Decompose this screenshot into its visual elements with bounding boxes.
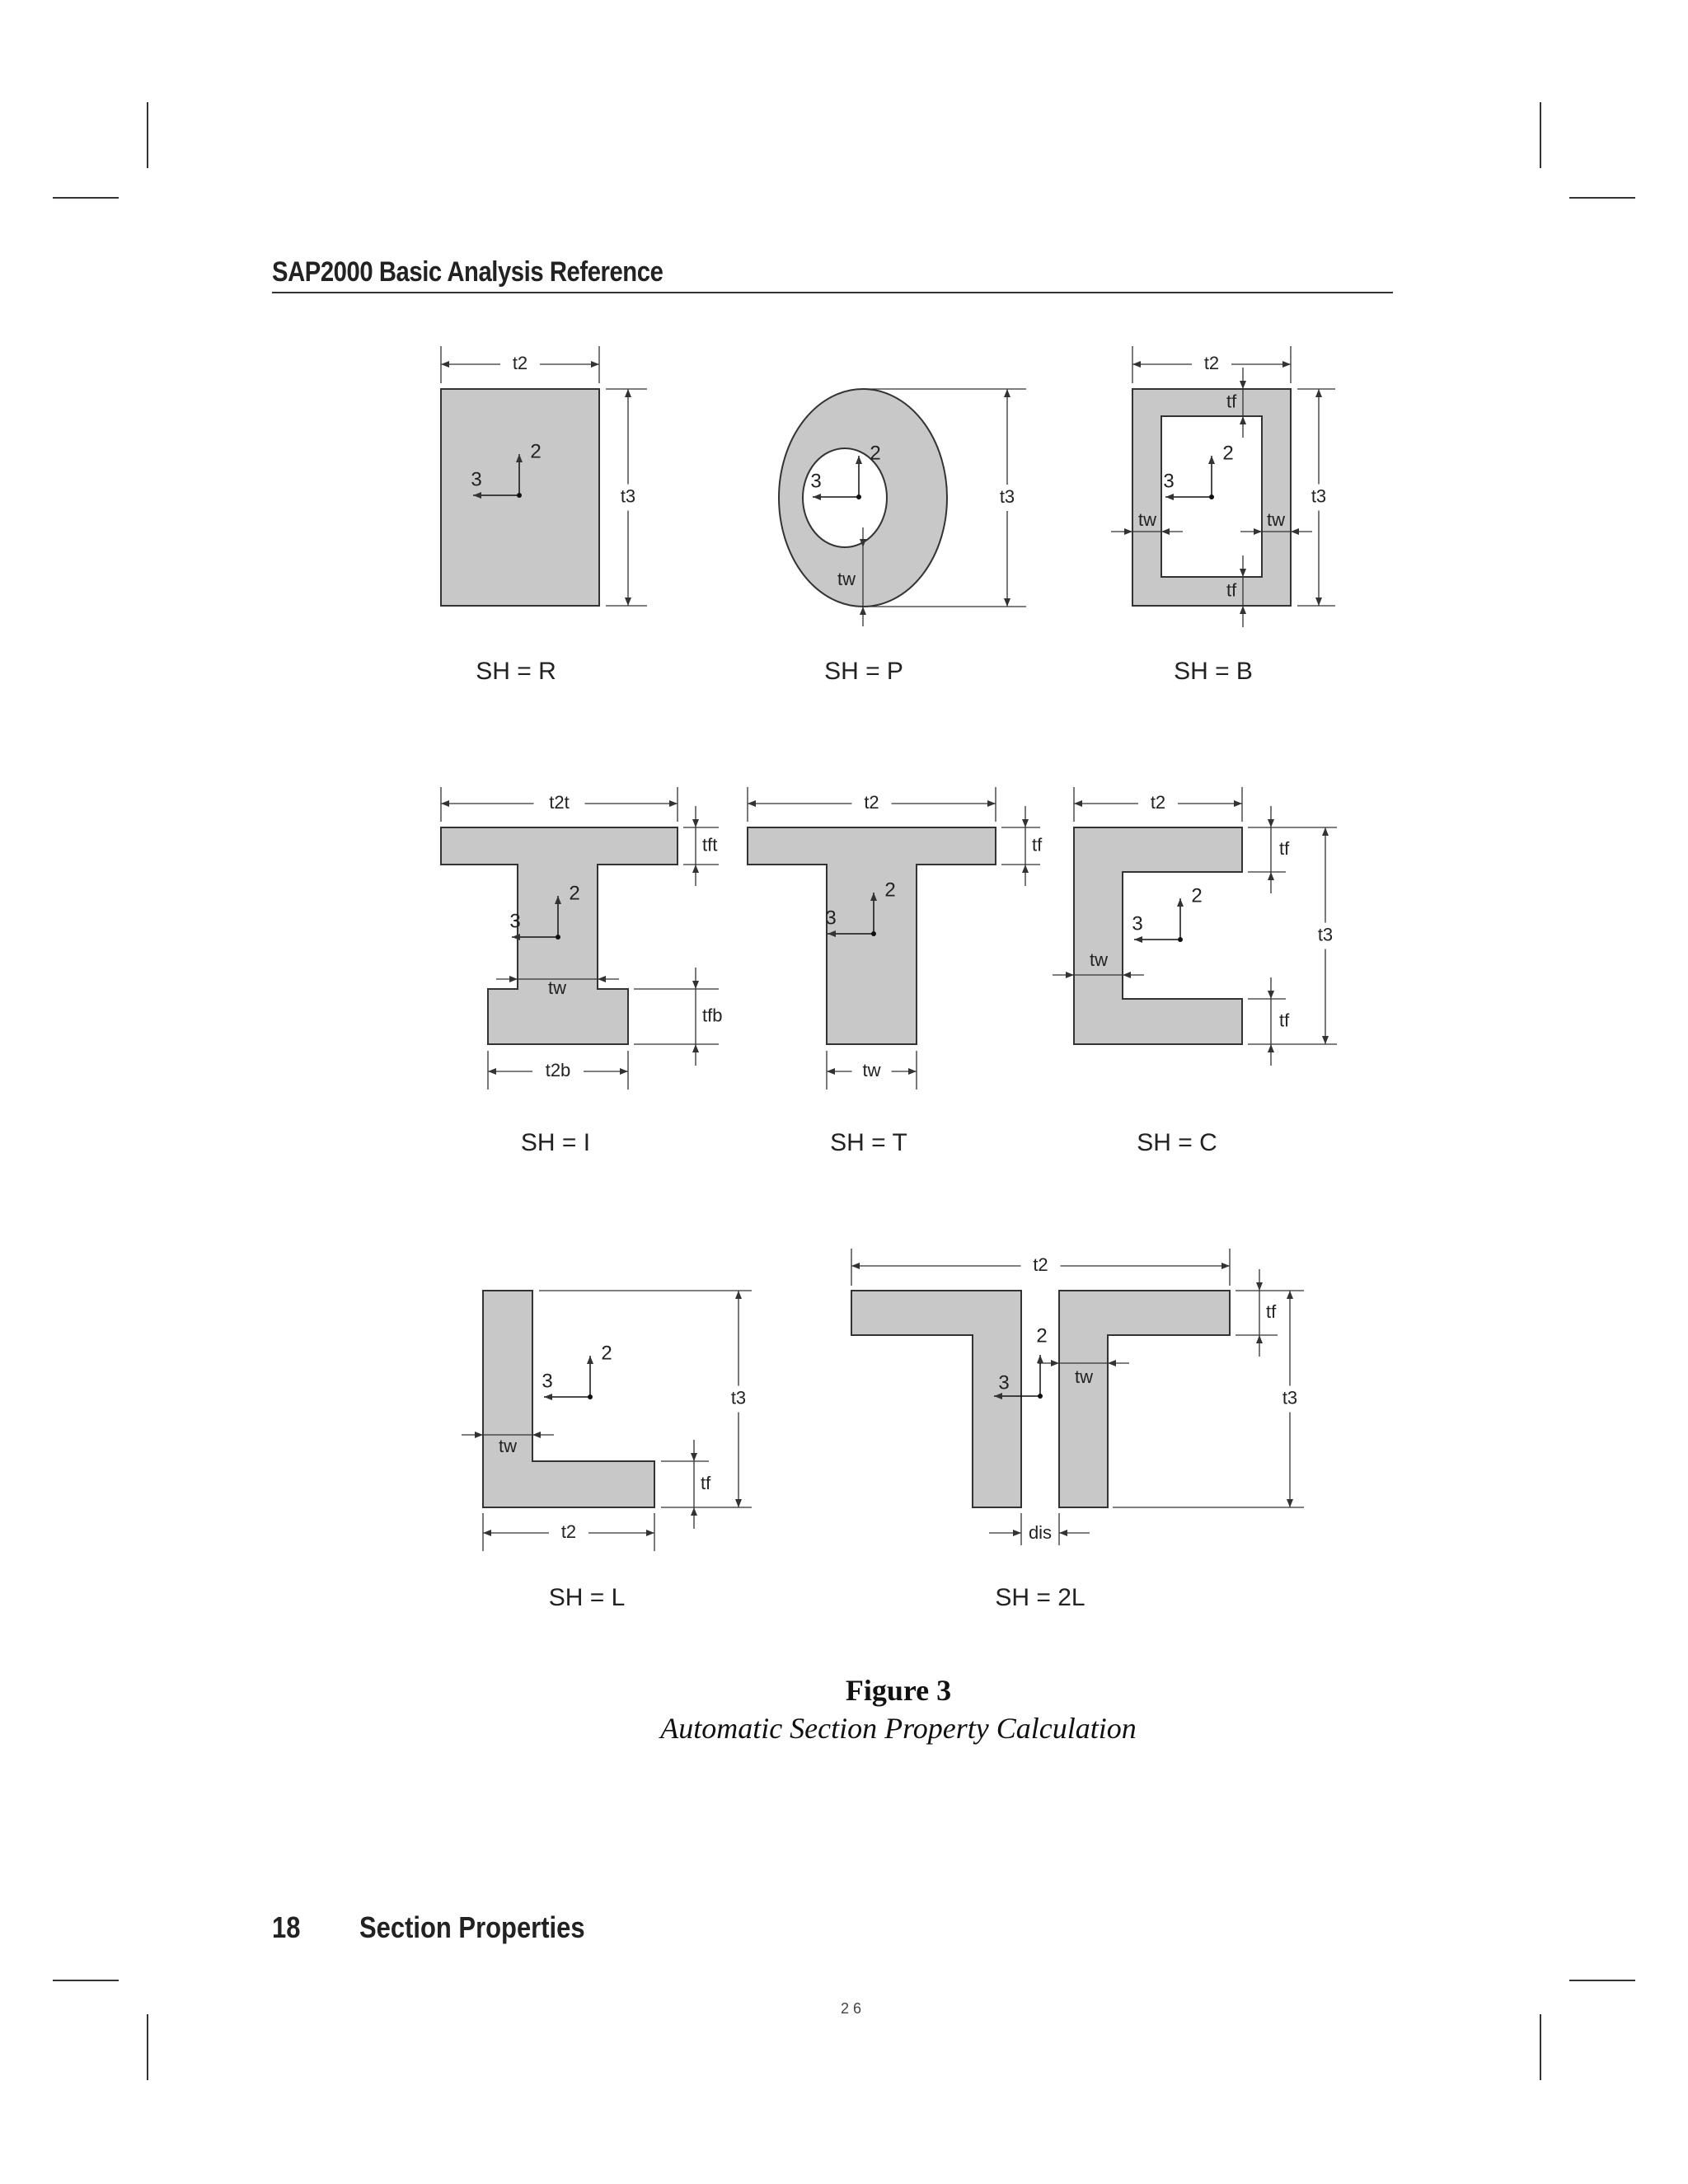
b-centroid (1209, 494, 1214, 499)
b-tw-left-label: tw (1138, 509, 1156, 530)
l-tw-label: tw (499, 1436, 517, 1456)
figure-title: Figure 3 (845, 1674, 952, 1707)
i-axis2-label: 2 (569, 882, 579, 904)
r-centroid (517, 493, 522, 498)
t-axis3-label: 3 (825, 907, 836, 929)
c-t2-label: t2 (1151, 792, 1165, 813)
c-tw-label: tw (1090, 949, 1108, 970)
label-sh-l: SH = L (549, 1584, 626, 1611)
i-t2b-label: t2b (546, 1060, 571, 1080)
label-sh-r: SH = R (476, 658, 556, 685)
p-centroid (856, 494, 861, 499)
box-section (1132, 388, 1292, 607)
crop-mark (1569, 1980, 1635, 1981)
t-section (747, 827, 996, 1045)
c-axis2-label: 2 (1191, 884, 1202, 907)
page-index: 26 (840, 2000, 866, 2017)
t-axis2-label: 2 (884, 879, 895, 901)
label-sh-c: SH = C (1137, 1129, 1217, 1156)
p-t3-label: t3 (1000, 486, 1015, 507)
c-tf-top-label: tf (1279, 838, 1290, 859)
2l-left-angle (851, 1290, 1022, 1508)
running-header: SAP2000 Basic Analysis Reference (272, 254, 1393, 293)
r-t3-label: t3 (621, 485, 635, 506)
l-tf-label: tf (701, 1473, 711, 1493)
label-sh-i: SH = I (521, 1129, 590, 1156)
footer-page-number: 18 (272, 1910, 301, 1944)
label-sh-b: SH = B (1174, 658, 1253, 685)
l-t2-label: t2 (561, 1521, 576, 1542)
2l-centroid (1038, 1394, 1043, 1399)
crop-mark (147, 102, 148, 168)
footer-section-title: Section Properties (359, 1910, 585, 1944)
label-sh-p: SH = P (824, 658, 903, 685)
crop-mark (1540, 102, 1541, 168)
r-t2-label: t2 (513, 353, 528, 373)
2l-right-angle (1058, 1290, 1231, 1508)
b-tf-bot-label: tf (1226, 579, 1237, 600)
2l-axis2-label: 2 (1036, 1324, 1047, 1347)
l-section (482, 1290, 655, 1508)
crop-mark (53, 197, 119, 199)
c-t3-label: t3 (1318, 924, 1333, 944)
p-axis2-label: 2 (870, 442, 880, 464)
p-tw-label: tw (837, 569, 856, 589)
b-tw-right-label: tw (1267, 509, 1285, 530)
2l-t2-label: t2 (1033, 1254, 1048, 1275)
header-title: SAP2000 Basic Analysis Reference (272, 256, 663, 288)
l-axis2-label: 2 (601, 1342, 612, 1364)
t-centroid (871, 931, 876, 936)
pipe-section (777, 388, 949, 607)
i-tw-label: tw (548, 977, 566, 998)
c-tf-bot-label: tf (1279, 1010, 1290, 1030)
l-centroid (588, 1394, 593, 1399)
crop-mark (53, 1980, 119, 1981)
b-tf-top-label: tf (1226, 391, 1237, 411)
2l-dis-label: dis (1029, 1522, 1052, 1543)
crop-mark (1540, 2014, 1541, 2080)
2l-tw-label: tw (1075, 1366, 1093, 1387)
label-sh-t: SH = T (830, 1129, 907, 1156)
l-t3-label: t3 (731, 1387, 746, 1408)
2l-tf-label: tf (1266, 1301, 1277, 1322)
t-tf-label: tf (1032, 834, 1043, 855)
b-t3-label: t3 (1311, 485, 1326, 506)
c-centroid (1178, 937, 1183, 942)
crop-mark (1569, 197, 1635, 199)
i-t2t-label: t2t (549, 792, 569, 813)
c-axis3-label: 3 (1132, 912, 1142, 935)
t-tw-label: tw (863, 1060, 881, 1080)
i-centroid (556, 935, 560, 940)
i-tfb-label: tfb (702, 1005, 722, 1025)
crop-mark (147, 2014, 148, 2080)
2l-t3-label: t3 (1282, 1387, 1297, 1408)
figure-subtitle: Automatic Section Property Calculation (660, 1712, 1137, 1745)
r-axis3-label: 3 (471, 468, 481, 490)
c-section (1073, 827, 1243, 1045)
t-t2-label: t2 (864, 792, 879, 813)
i-axis3-label: 3 (509, 910, 520, 932)
i-tft-label: tft (702, 834, 717, 855)
label-sh-2l: SH = 2L (995, 1584, 1085, 1611)
l-axis3-label: 3 (542, 1370, 552, 1392)
b-t2-label: t2 (1204, 353, 1219, 373)
b-axis2-label: 2 (1222, 442, 1233, 464)
2l-axis3-label: 3 (998, 1371, 1009, 1394)
b-axis3-label: 3 (1163, 470, 1174, 492)
r-axis2-label: 2 (530, 440, 541, 462)
p-axis3-label: 3 (810, 470, 821, 492)
